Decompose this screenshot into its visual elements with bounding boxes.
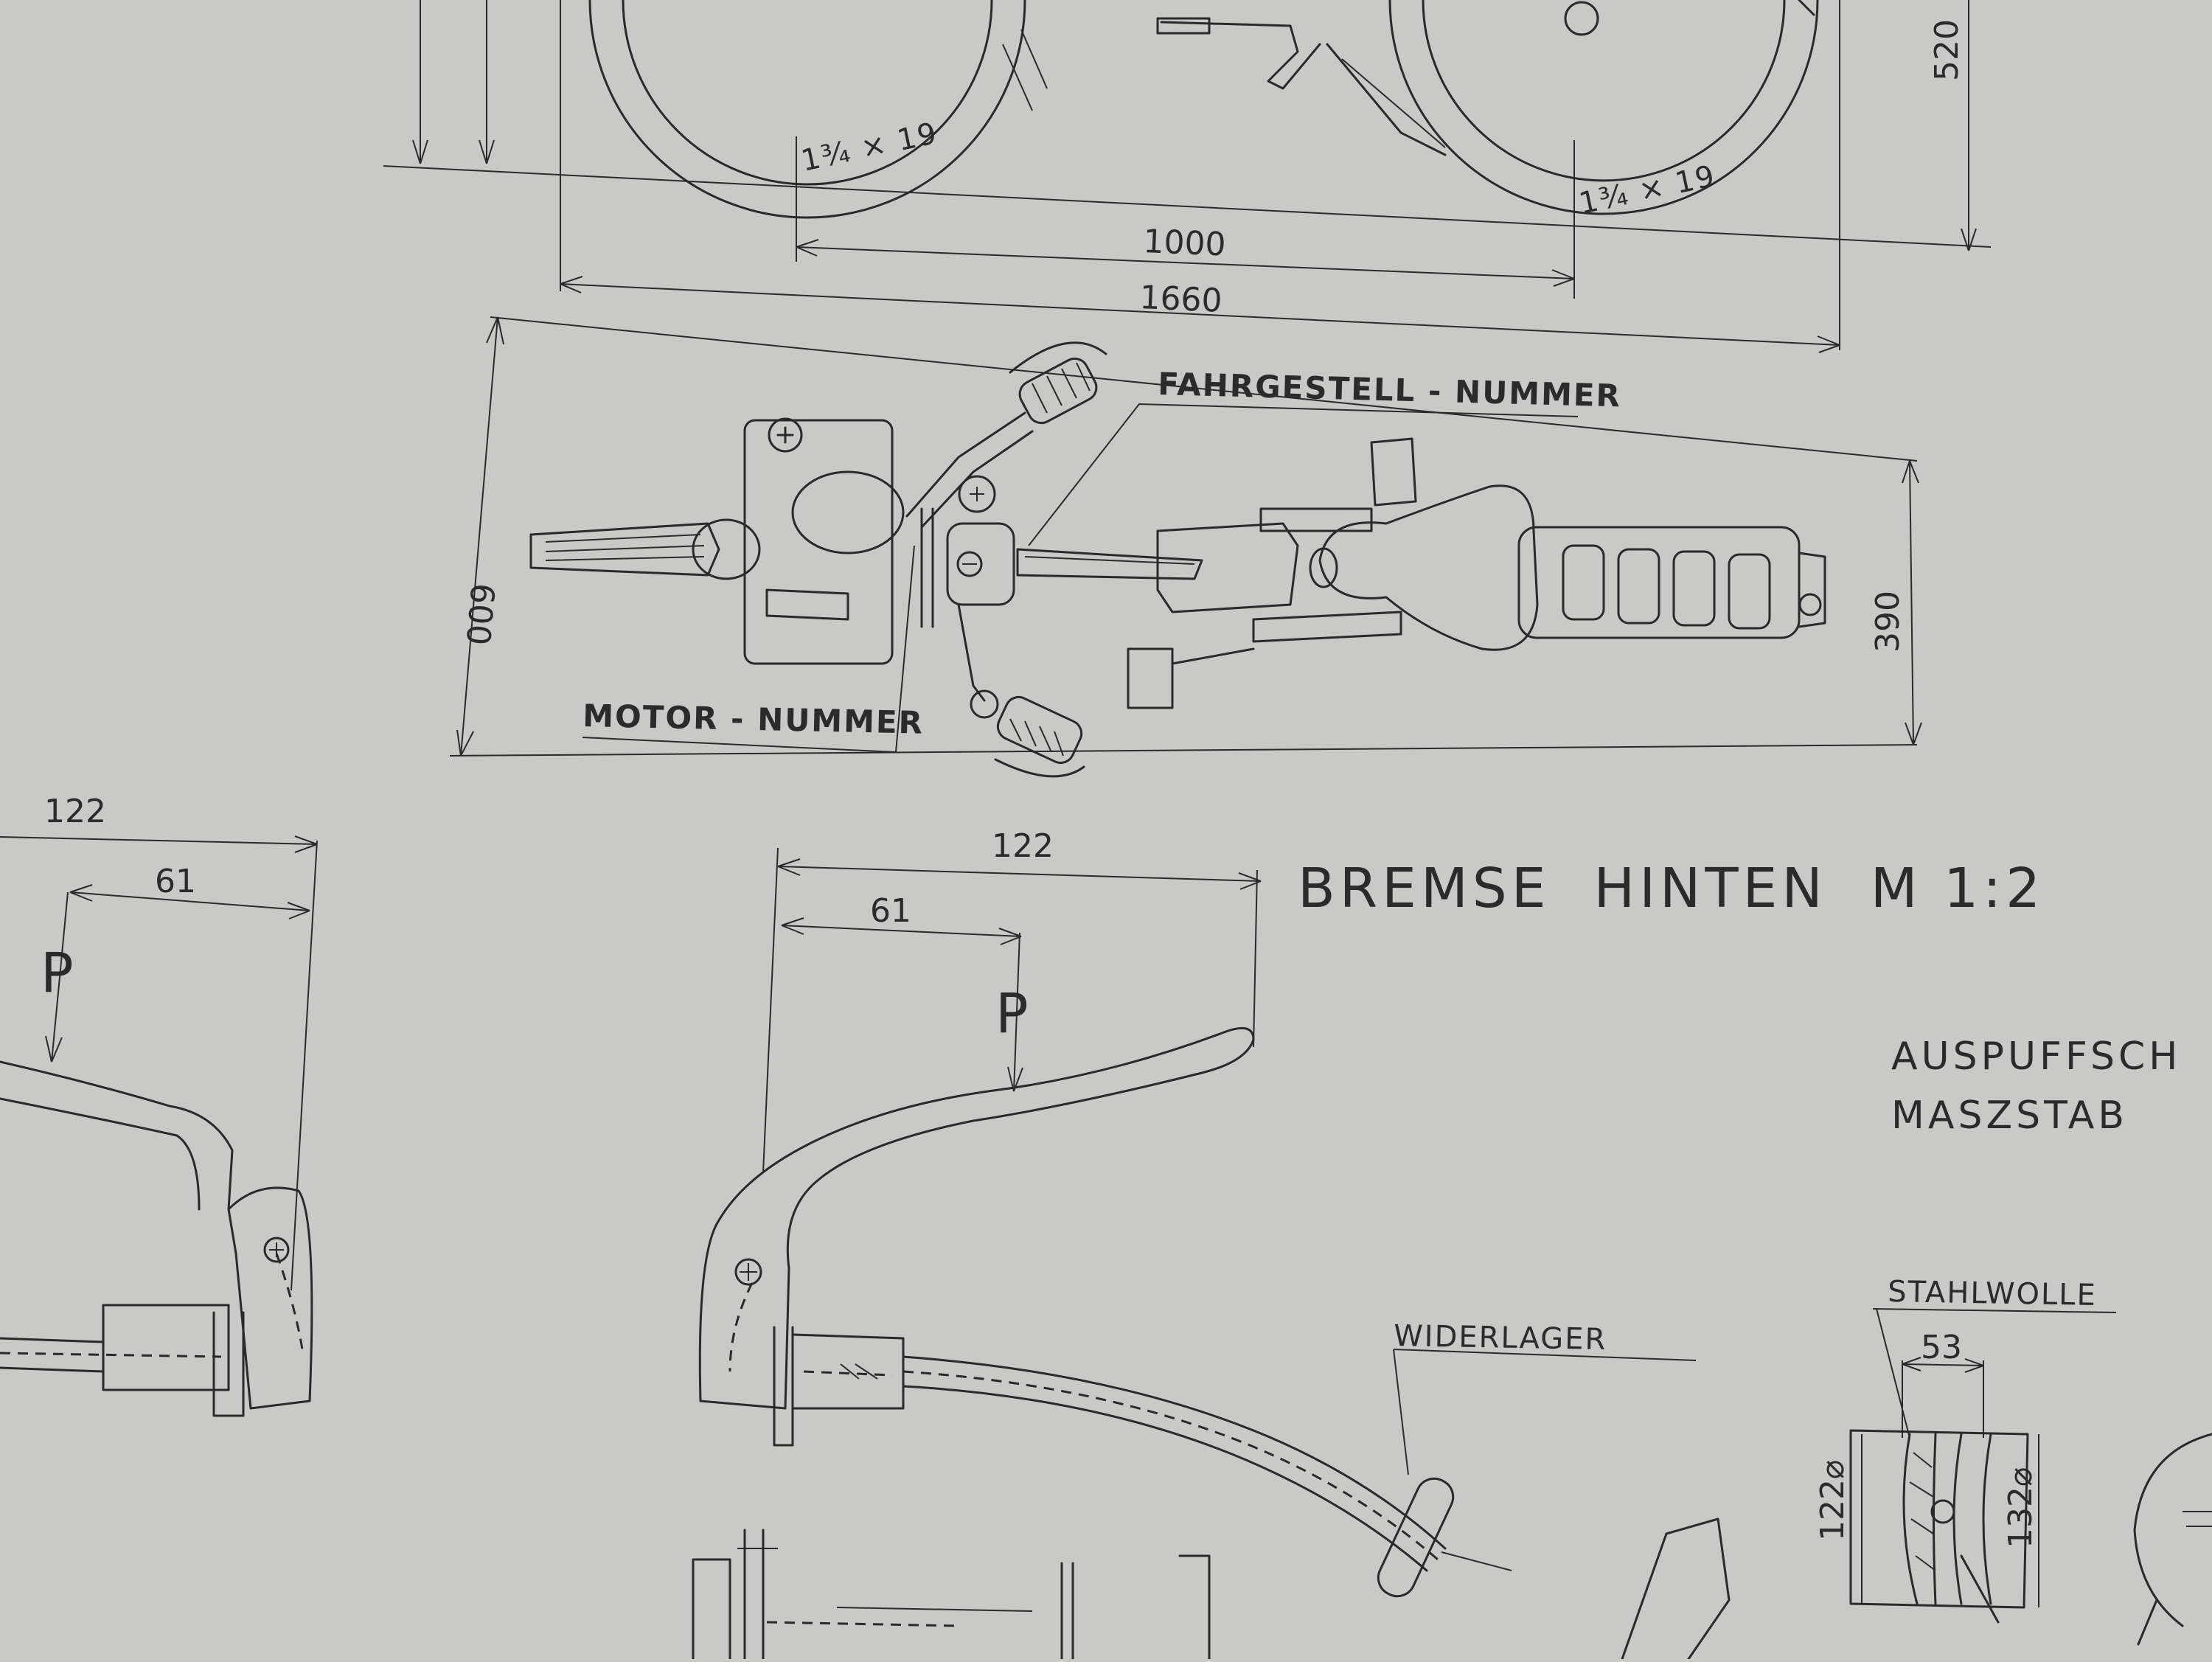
rear-carrier	[1517, 526, 1801, 639]
leader-frame-number	[1028, 403, 1579, 546]
label-steel-wool: STAHLWOLLE	[1888, 1275, 2097, 1312]
grip-upper	[1018, 357, 1098, 425]
dim-inner-left: 61	[155, 863, 196, 900]
force-label-left: P	[41, 942, 78, 1005]
dim-line-inner	[781, 925, 1022, 937]
dim-length: 1660	[1139, 279, 1223, 320]
label-motor-number: MOTOR - NUMMER	[582, 698, 925, 741]
dim-width: 600	[459, 582, 501, 647]
exhaust-bracket	[1621, 1517, 1731, 1661]
dim-exhaust-left: 122⌀	[1814, 1460, 1851, 1541]
dim-line-width	[460, 316, 498, 757]
tire-size-rear: 1¾ × 19	[1576, 159, 1719, 221]
dim-line-wheelbase	[796, 246, 1575, 279]
engine-block	[1156, 522, 1299, 613]
tire-size-front: 1¾ × 19	[799, 117, 942, 178]
silencer-body	[1849, 1429, 2029, 1609]
dim-exhaust-width: 53	[1921, 1329, 1962, 1366]
ground-line	[383, 165, 1992, 248]
exhaust-end-view	[2133, 1433, 2212, 1627]
footrest-upper	[1370, 437, 1417, 507]
saddle	[1318, 484, 1539, 651]
top-view: 600	[449, 316, 1922, 778]
headlamp-housing	[743, 419, 894, 665]
bottom-fragments	[692, 1517, 1731, 1661]
dim-line-length	[560, 283, 1840, 346]
brake-detail-title: BREMSE HINTEN M 1:2	[1298, 857, 2045, 920]
dim-outer: 122	[992, 827, 1054, 865]
rear-wheel	[1388, 0, 1819, 215]
headlamp	[791, 470, 905, 554]
brake-lever	[717, 1026, 1255, 1270]
dim-exhaust-right: 132⌀	[2002, 1467, 2039, 1548]
dim-wheelbase: 1000	[1143, 223, 1227, 263]
brake-detail-center: 122 61 P WIDERLAGER BREMSE HINTEN M 1:2	[698, 827, 2045, 1598]
leader-motor-number	[582, 545, 915, 754]
abutment	[1377, 1477, 1455, 1598]
dim-outer-left: 122	[44, 793, 106, 830]
side-view: 1¾ × 19 1¾ × 19 1000 1660 520	[383, 0, 1992, 353]
speedometer	[958, 475, 996, 513]
front-fender-top	[529, 522, 720, 577]
brake-detail-left: 122 61 P	[0, 793, 318, 1417]
force-label: P	[995, 982, 1033, 1046]
exhaust-title-line2: MASZSTAB	[1891, 1093, 2128, 1138]
steering-head	[946, 522, 1015, 606]
dim-inner: 61	[870, 892, 911, 930]
grip-lower	[996, 695, 1083, 765]
label-abutment: WIDERLAGER	[1394, 1319, 1607, 1357]
footrest-lower	[1127, 647, 1174, 709]
front-wheel	[588, 0, 1048, 219]
dim-height: 520	[1928, 19, 1966, 81]
brake-cable	[902, 1355, 1447, 1550]
dim-line-outer	[777, 866, 1262, 882]
pedal-crank	[1156, 17, 1447, 156]
exhaust-title-line1: AUSPUFFSCH	[1891, 1035, 2181, 1079]
dim-rear-width: 390	[1869, 591, 1907, 653]
exhaust-detail: AUSPUFFSCH MASZSTAB STAHLWOLLE 53 122⌀ 1…	[1814, 1035, 2212, 1646]
